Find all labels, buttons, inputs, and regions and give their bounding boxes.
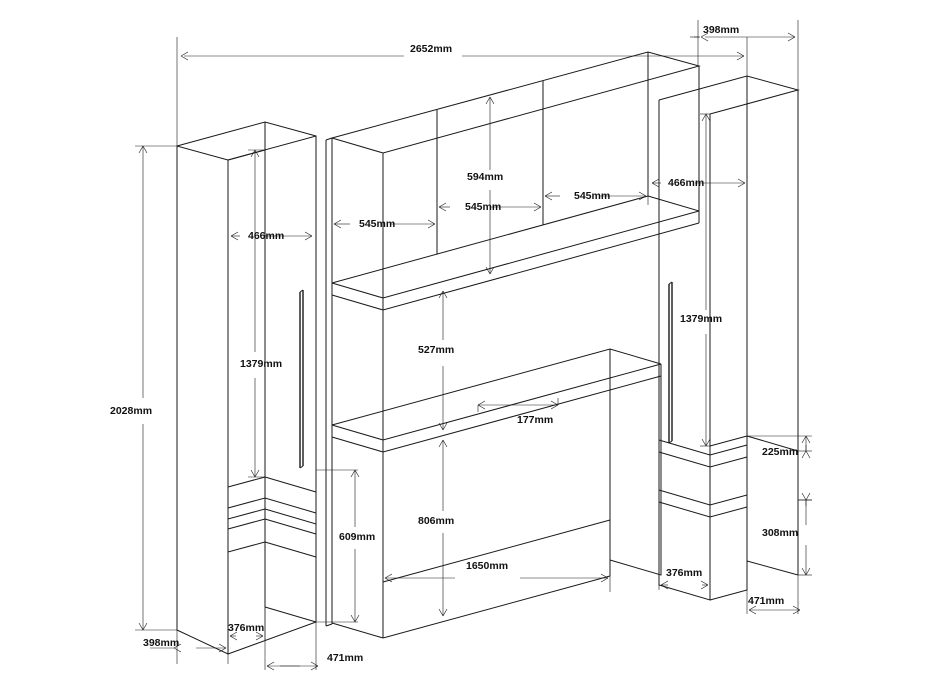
dim-desk-depth: 177mm: [517, 414, 554, 426]
extension-lines: [135, 20, 812, 671]
dim-shelf-gap-height: 527mm: [418, 344, 455, 356]
dim-lower-shelf-height-right: 308mm: [762, 527, 799, 539]
center-upper-cabinets: [330, 51, 701, 311]
dim-desk-width: 1650mm: [466, 560, 509, 572]
dim-door-width-left-upper: 466mm: [248, 230, 285, 242]
dim-door-width-center-1: 545mm: [465, 201, 502, 213]
dim-tall-door-height-right: 1379mm: [680, 313, 723, 325]
dim-door-width-center-2: 545mm: [574, 190, 611, 202]
dim-door-width-left-center: 545mm: [359, 218, 396, 230]
dim-desk-height: 806mm: [418, 515, 455, 527]
dim-overall-height: 2028mm: [110, 405, 153, 417]
dim-base-depth-left: 376mm: [228, 622, 265, 634]
left-cabinet-body: [176, 121, 317, 655]
right-cabinet-body: [658, 75, 800, 601]
dim-door-width-right-upper: 466mm: [668, 177, 705, 189]
dim-right-depth-top: 398mm: [703, 24, 740, 36]
dim-top-cabinet-height-right: 594mm: [467, 171, 504, 183]
dim-overall-width: 2652mm: [410, 43, 453, 55]
dim-base-depth-right: 376mm: [666, 567, 703, 579]
dim-tall-door-height-left: 1379mm: [240, 358, 283, 370]
center-desk-area: [331, 295, 662, 639]
dim-upper-shelf-height-right: 225mm: [762, 446, 799, 458]
dim-base-depth-left-outer: 471mm: [327, 652, 364, 664]
dim-base-depth-right-outer: 471mm: [748, 595, 785, 607]
left-divider-panel: [325, 137, 333, 627]
dim-left-depth-bottom: 398mm: [143, 637, 180, 649]
dim-lower-section-height: 609mm: [339, 531, 376, 543]
